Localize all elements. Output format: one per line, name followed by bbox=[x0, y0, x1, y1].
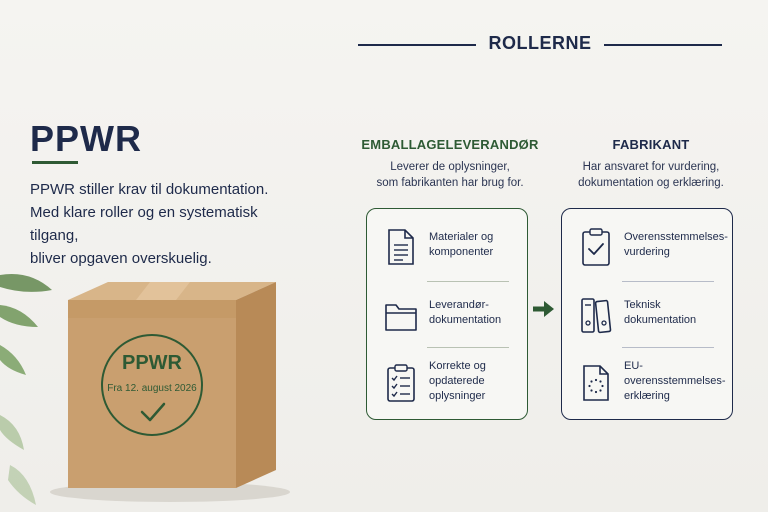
supplier-subtitle: Leverer de oplysninger, som fabrikanten … bbox=[376, 161, 524, 189]
item-label: Korrekte og opdaterede oplysninger bbox=[429, 359, 486, 402]
arrow-right-icon bbox=[533, 301, 554, 317]
intro-text: PPWR stiller krav til dokumentation. Med… bbox=[30, 181, 269, 267]
stamp-check-icon bbox=[140, 402, 166, 422]
folder-icon bbox=[385, 304, 417, 331]
plant-leaves-image bbox=[0, 274, 52, 505]
stamp-title: PPWR bbox=[122, 352, 183, 374]
divider bbox=[427, 281, 509, 282]
supplier-title: EMBALLAGELEVERANDØR bbox=[361, 137, 539, 152]
page-title: PPWR bbox=[30, 118, 142, 159]
stamp-date: Fra 12. august 2026 bbox=[107, 383, 197, 394]
binders-icon bbox=[581, 298, 612, 334]
header-line-left bbox=[358, 44, 476, 46]
cardboard-box-image: PPWR Fra 12. august 2026 bbox=[50, 282, 290, 502]
item-label: Leverandør- dokumentation bbox=[429, 299, 502, 326]
item-label: EU-overensstemmelses- erklæring bbox=[624, 359, 726, 402]
supplier-card: Materialer og komponenter Leverandør- do… bbox=[366, 208, 528, 420]
manufacturer-title: FABRIKANT bbox=[612, 137, 690, 152]
list-item: Materialer og komponenter bbox=[367, 215, 527, 275]
clipboard-check-icon bbox=[582, 228, 610, 266]
item-label: Materialer og komponenter bbox=[429, 231, 494, 258]
eu-document-icon bbox=[583, 365, 609, 401]
list-item: Korrekte og opdaterede oplysninger bbox=[367, 351, 527, 411]
section-title: ROLLERNE bbox=[488, 33, 592, 53]
list-item: Overensstemmelses- vurdering bbox=[562, 215, 732, 275]
list-item: EU-overensstemmelses- erklæring bbox=[562, 351, 732, 411]
divider bbox=[622, 347, 714, 348]
title-underline bbox=[32, 161, 78, 164]
manufacturer-card: Overensstemmelses- vurdering Teknisk dok… bbox=[561, 208, 733, 420]
checklist-icon bbox=[387, 364, 415, 402]
list-item: Leverandør- dokumentation bbox=[367, 283, 527, 343]
item-label: Overensstemmelses- vurdering bbox=[624, 231, 728, 258]
header-line-right bbox=[604, 44, 722, 46]
document-icon bbox=[388, 229, 414, 265]
item-label: Teknisk dokumentation bbox=[624, 299, 697, 326]
list-item: Teknisk dokumentation bbox=[562, 283, 732, 343]
divider bbox=[622, 281, 714, 282]
divider bbox=[427, 347, 509, 348]
manufacturer-subtitle: Har ansvaret for vurdering, dokumentatio… bbox=[578, 161, 724, 189]
